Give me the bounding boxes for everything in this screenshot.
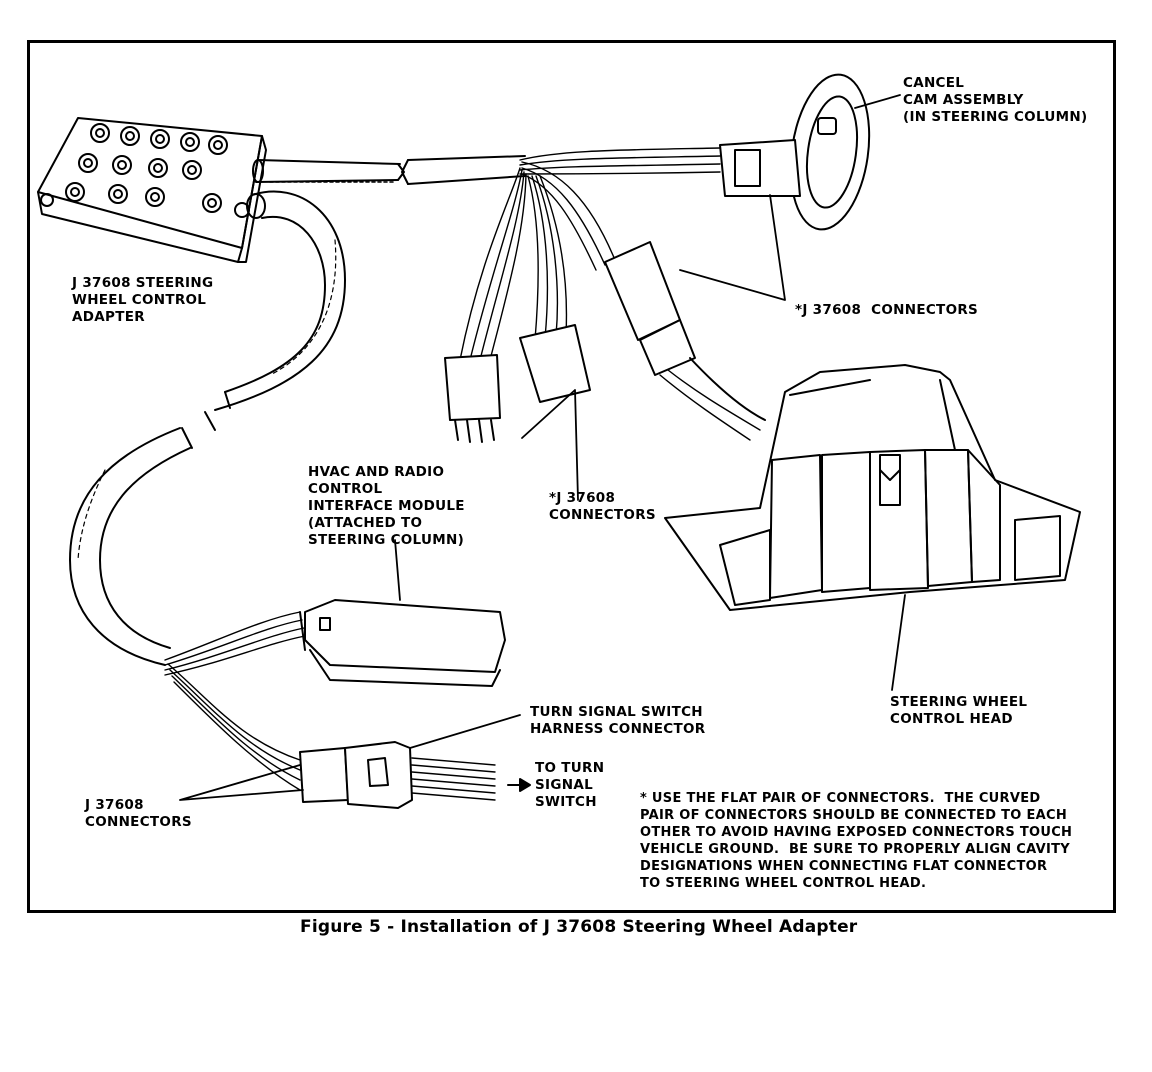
- label-to-turn-signal: TO TURN SIGNAL SWITCH: [535, 760, 605, 810]
- label-turn-signal-connector: TURN SIGNAL SWITCH HARNESS CONNECTOR: [530, 704, 706, 737]
- label-connectors-top-right: *J 37608 CONNECTORS: [795, 302, 979, 318]
- main-cable: [69, 190, 346, 666]
- adapter-box: [37, 117, 267, 263]
- label-connectors-bottom-left: J 37608 CONNECTORS: [85, 797, 192, 830]
- label-control-head: STEERING WHEEL CONTROL HEAD: [890, 694, 1028, 727]
- hvac-module: [299, 599, 506, 687]
- upper-cable: [252, 155, 526, 185]
- footnote: * USE THE FLAT PAIR OF CONNECTORS. THE C…: [640, 791, 1073, 891]
- cancel-cam: [719, 73, 871, 231]
- label-adapter: J 37608 STEERING WHEEL CONTROL ADAPTER: [72, 275, 214, 325]
- lower-harness: [164, 611, 306, 791]
- flat-connector-pair: [604, 241, 766, 441]
- curved-connector-pair: [444, 324, 591, 443]
- label-connectors-center: *J 37608 CONNECTORS: [549, 490, 656, 523]
- label-cancel-cam: CANCEL CAM ASSEMBLY (IN STEERING COLUMN): [903, 75, 1088, 125]
- lower-connectors: [299, 741, 496, 809]
- arrow-icon: [507, 778, 531, 792]
- diagram-frame: [27, 40, 1116, 913]
- figure-caption: Figure 5 - Installation of J 37608 Steer…: [300, 917, 858, 937]
- leader-lines: [179, 94, 906, 801]
- control-head: [664, 364, 1081, 611]
- junction-wires: [459, 147, 721, 361]
- label-hvac-module: HVAC AND RADIO CONTROL INTERFACE MODULE …: [308, 464, 465, 548]
